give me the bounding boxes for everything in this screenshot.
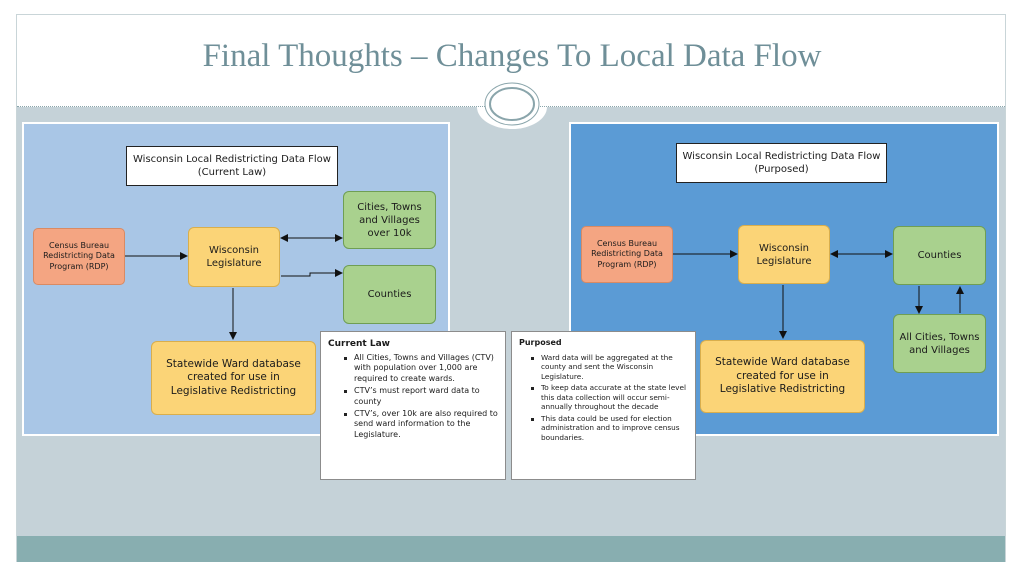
- purposed-header-line2: (Purposed): [754, 164, 809, 175]
- current-law-notes: Current Law All Cities, Towns and Villag…: [320, 331, 506, 480]
- all-ctv-box: All Cities, Towns and Villages: [893, 314, 986, 373]
- current-law-note-item: CTV’s must report ward data to county: [344, 386, 498, 407]
- current-law-header: Wisconsin Local Redistricting Data Flow …: [126, 146, 338, 186]
- current-law-header-line1: Wisconsin Local Redistricting Data Flow: [133, 154, 331, 165]
- purposed-header-line1: Wisconsin Local Redistricting Data Flow: [682, 151, 881, 162]
- counties-box: Counties: [343, 265, 436, 324]
- purposed-ward-database-box: Statewide Ward database created for use …: [700, 340, 865, 413]
- ward-database-box: Statewide Ward database created for use …: [151, 341, 316, 415]
- current-law-header-line2: (Current Law): [197, 167, 267, 178]
- current-law-notes-heading: Current Law: [328, 339, 390, 349]
- purposed-notes: Purposed Ward data will be aggregated at…: [511, 331, 696, 480]
- current-law-note-item: CTV’s, over 10k are also required to sen…: [344, 408, 498, 439]
- purposed-note-item: This data could be used for election adm…: [531, 414, 689, 442]
- purposed-counties-box: Counties: [893, 226, 986, 285]
- purposed-note-item: Ward data will be aggregated at the coun…: [531, 353, 689, 381]
- slide-title: Final Thoughts – Changes To Local Data F…: [202, 38, 822, 74]
- ctv-over-10k-box: Cities, Towns and Villages over 10k: [343, 191, 436, 249]
- purposed-note-item: To keep data accurate at the state level…: [531, 383, 689, 411]
- purposed-notes-heading: Purposed: [519, 338, 562, 347]
- ornament: [477, 79, 547, 129]
- census-bureau-box: Census Bureau Redistricting Data Program…: [33, 228, 125, 285]
- purposed-census-bureau-box: Census Bureau Redistricting Data Program…: [581, 226, 673, 283]
- ornament-oval-icon: [477, 82, 547, 129]
- purposed-legislature-box: Wisconsin Legislature: [738, 225, 830, 284]
- wisconsin-legislature-box: Wisconsin Legislature: [188, 227, 280, 287]
- current-law-note-item: All Cities, Towns and Villages (CTV) wit…: [344, 353, 498, 384]
- current-law-notes-list: All Cities, Towns and Villages (CTV) wit…: [328, 353, 498, 440]
- purposed-notes-list: Ward data will be aggregated at the coun…: [519, 353, 689, 442]
- footer-bar: [17, 536, 1005, 562]
- purposed-header: Wisconsin Local Redistricting Data Flow …: [676, 143, 887, 183]
